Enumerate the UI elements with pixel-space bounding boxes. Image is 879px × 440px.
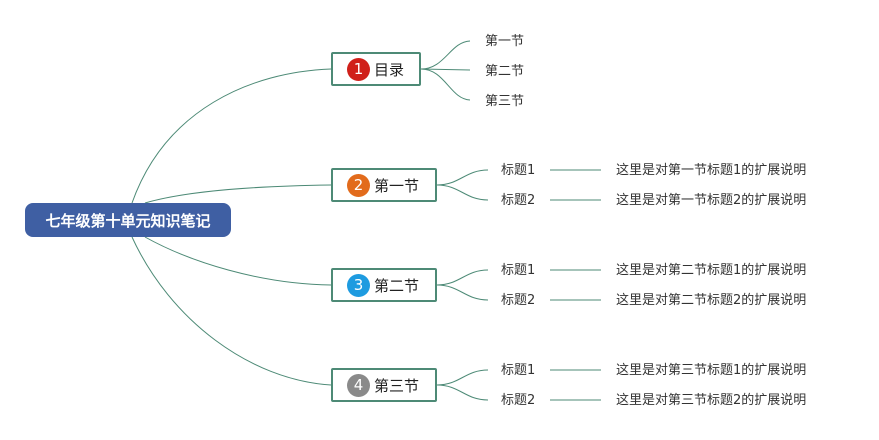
child-link [436,184,489,201]
topic-label[interactable]: 标题2 [501,193,536,208]
root-link-1 [131,68,332,204]
root-link-4 [131,236,332,386]
topic-note[interactable]: 这里是对第二节标题1的扩展说明 [616,263,807,278]
child-link [436,269,489,286]
branch-title: 第一节 [374,176,420,195]
root-topic[interactable]: 七年级第十单元知识笔记 [25,203,231,237]
child-link [436,284,489,301]
topic-note[interactable]: 这里是对第一节标题1的扩展说明 [616,163,807,178]
child-link [420,40,471,70]
topic-label[interactable]: 标题1 [501,263,536,278]
topic-label[interactable]: 标题2 [501,293,536,308]
child-link [420,68,471,101]
root-link-2 [144,184,332,204]
child-link [436,384,489,401]
topic-label[interactable]: 标题1 [501,163,536,178]
number-3-icon: 3 [347,273,370,297]
subtopic-section-1[interactable]: 第一节 [485,34,525,49]
topic-note[interactable]: 这里是对第三节标题2的扩展说明 [616,393,807,408]
root-link-3 [144,236,332,286]
child-link [420,68,471,71]
topic-note[interactable]: 这里是对第二节标题2的扩展说明 [616,293,807,308]
branch-section-3[interactable]: 4 第三节 [331,368,437,402]
subtopic-section-3[interactable]: 第三节 [485,94,525,109]
branch-section-1[interactable]: 2 第一节 [331,168,437,202]
child-link [436,169,489,186]
branch-section-2[interactable]: 3 第二节 [331,268,437,302]
branch-title: 目录 [374,60,405,79]
subtopic-section-2[interactable]: 第二节 [485,64,525,79]
branch-contents[interactable]: 1 目录 [331,52,421,86]
topic-label[interactable]: 标题2 [501,393,536,408]
number-1-icon: 1 [347,57,370,81]
number-4-icon: 4 [347,373,370,397]
number-2-icon: 2 [347,173,370,197]
topic-label[interactable]: 标题1 [501,363,536,378]
branch-title: 第三节 [374,376,420,395]
topic-note[interactable]: 这里是对第一节标题2的扩展说明 [616,193,807,208]
topic-note[interactable]: 这里是对第三节标题1的扩展说明 [616,363,807,378]
child-link [436,369,489,386]
branch-title: 第二节 [374,276,420,295]
